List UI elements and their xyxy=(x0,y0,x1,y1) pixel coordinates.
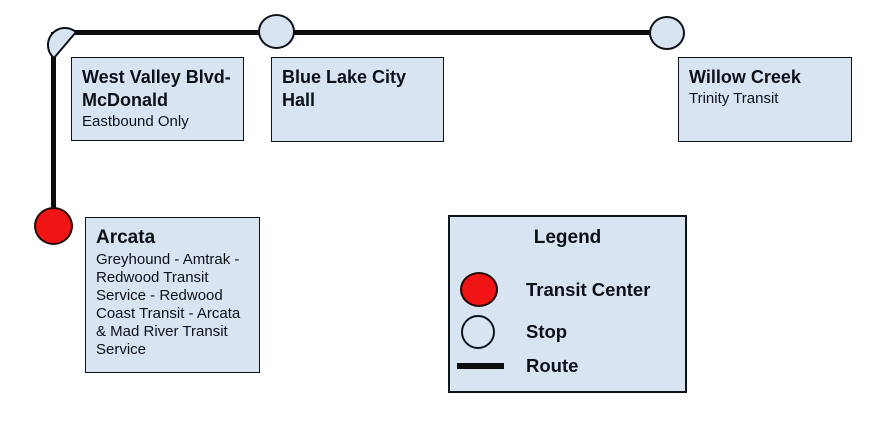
stop-title: West Valley Blvd- McDonald xyxy=(82,67,231,110)
stop-subtitle: Greyhound - Amtrak - Redwood Transit Ser… xyxy=(96,251,241,358)
legend-stop-icon xyxy=(461,315,495,349)
transit-center-label-arcata: Arcata Greyhound - Amtrak - Redwood Tran… xyxy=(85,217,260,373)
stop-subtitle: Trinity Transit xyxy=(689,90,779,107)
route-line-vertical xyxy=(51,32,56,213)
legend-label-route: Route xyxy=(526,355,579,376)
stop-label-west-valley: West Valley Blvd- McDonald Eastbound Onl… xyxy=(71,57,244,141)
legend-title: Legend xyxy=(533,227,602,248)
legend-label-transit-center: Transit Center xyxy=(526,279,651,300)
stop-marker-blue-lake xyxy=(258,14,295,49)
stop-label-willow-creek: Willow Creek Trinity Transit xyxy=(678,57,852,142)
stop-marker-west-valley xyxy=(47,27,78,60)
legend-label-stop: Stop xyxy=(526,321,568,342)
stop-title: Blue Lake City Hall xyxy=(282,67,407,110)
corner-stop-shape xyxy=(47,27,78,60)
legend-transit-center-icon xyxy=(460,272,498,307)
legend-route-icon xyxy=(457,363,504,369)
stop-label-blue-lake: Blue Lake City Hall xyxy=(271,57,444,142)
transit-center-marker-arcata xyxy=(34,207,73,245)
stop-subtitle: Eastbound Only xyxy=(82,113,189,130)
stop-title: Arcata xyxy=(96,227,156,248)
stop-marker-willow-creek xyxy=(649,16,685,50)
route-line-horizontal xyxy=(55,30,667,35)
stop-title: Willow Creek xyxy=(689,67,801,87)
legend: Legend Transit Center Stop Route xyxy=(448,215,687,393)
